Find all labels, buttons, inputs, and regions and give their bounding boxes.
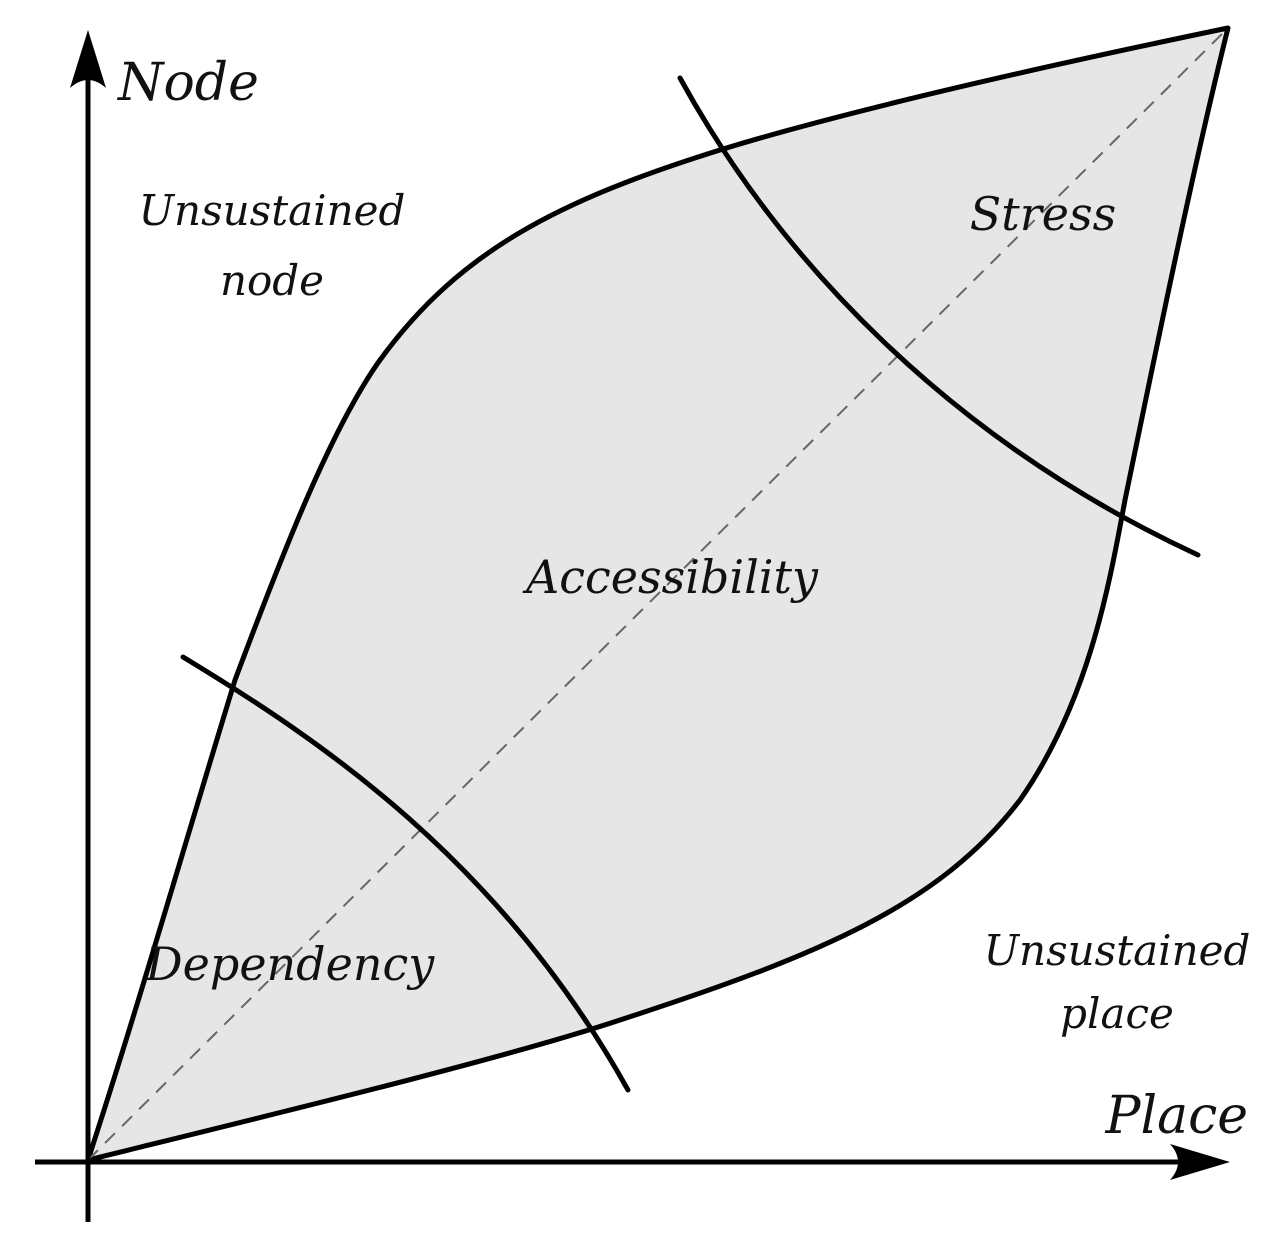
x-axis-title: Place — [1104, 1086, 1248, 1146]
dependency-label: Dependency — [145, 937, 435, 991]
unsustained-node-label-line1: Unsustained — [139, 186, 406, 235]
stress-label: Stress — [970, 187, 1116, 241]
dependency-boundary-curve — [180, 654, 631, 1093]
x-axis-arrow-icon — [1170, 1144, 1230, 1180]
y-axis-title: Node — [116, 53, 259, 113]
unsustained-place-label-line1: Unsustained — [984, 926, 1251, 975]
stress-boundary-curve — [677, 75, 1201, 558]
accessibility-label: Accessibility — [522, 550, 819, 604]
unsustained-node-label-line2: node — [220, 256, 324, 305]
unsustained-place-label-line2: place — [1060, 989, 1174, 1038]
balance-diagonal — [87, 27, 1229, 1161]
y-axis-arrow-icon — [70, 30, 106, 88]
